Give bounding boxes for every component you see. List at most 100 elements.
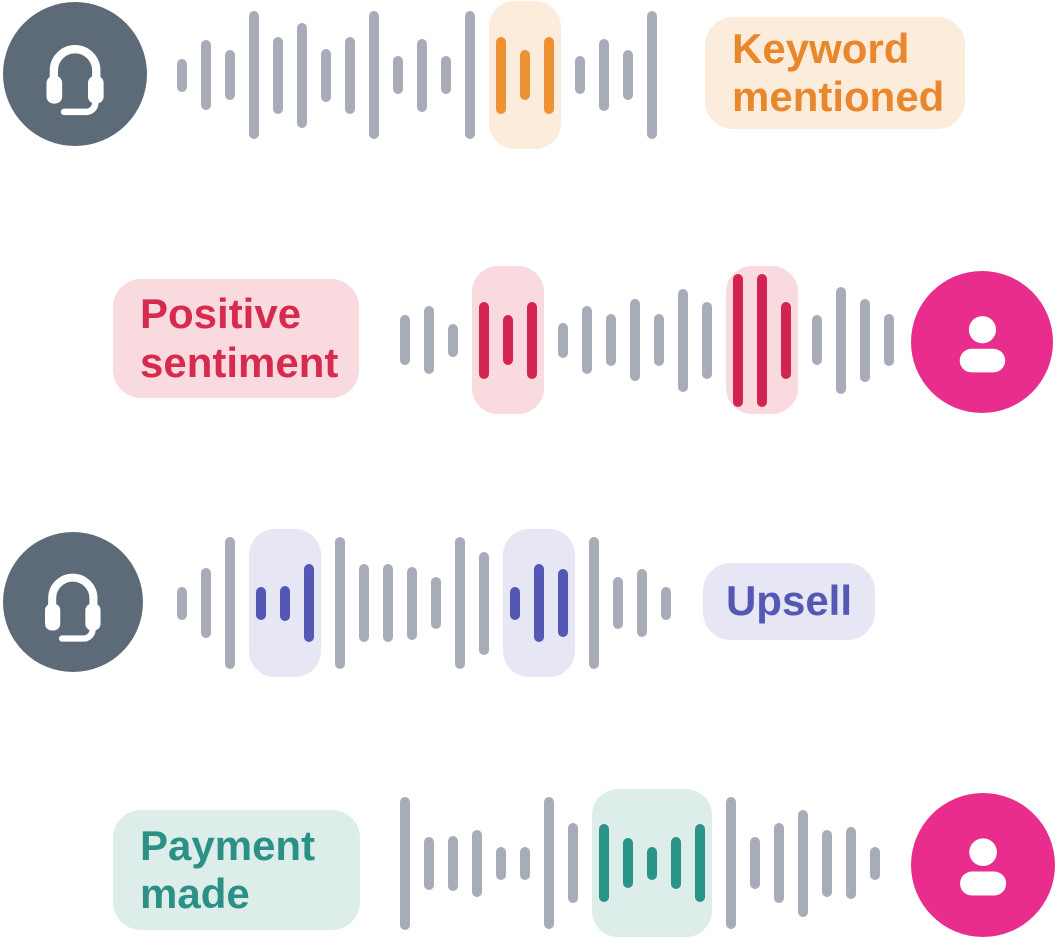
waveform-bar bbox=[297, 22, 307, 128]
highlight-pill bbox=[592, 789, 712, 937]
waveform-bar bbox=[321, 48, 331, 102]
insight-label-positive-sentiment: Positive sentiment bbox=[113, 279, 359, 398]
highlighted-waveform-bar bbox=[304, 564, 314, 642]
highlighted-waveform-bar bbox=[671, 837, 681, 889]
highlighted-waveform-bar bbox=[280, 585, 290, 621]
highlighted-waveform-bar bbox=[599, 824, 609, 902]
waveform bbox=[400, 265, 894, 415]
waveform-bar bbox=[750, 837, 760, 889]
person-icon bbox=[959, 315, 1005, 372]
highlighted-waveform-bar bbox=[733, 273, 743, 407]
waveform-bar bbox=[455, 537, 465, 669]
waveform-bar bbox=[225, 537, 235, 669]
waveform-bar bbox=[575, 56, 585, 94]
highlighted-waveform-bar bbox=[544, 36, 554, 114]
waveform-bar bbox=[359, 564, 369, 642]
waveform-bar bbox=[544, 797, 554, 929]
highlighted-waveform-bar bbox=[534, 564, 544, 642]
highlighted-waveform-bar bbox=[781, 301, 791, 379]
customer-avatar bbox=[911, 793, 1055, 937]
headset-icon bbox=[46, 44, 104, 116]
highlighted-waveform-bar bbox=[256, 586, 266, 620]
waveform-bar bbox=[472, 829, 482, 897]
highlighted-waveform-bar bbox=[479, 301, 489, 379]
waveform-bar bbox=[822, 829, 832, 897]
customer-avatar bbox=[911, 271, 1053, 413]
waveform-bar bbox=[345, 36, 355, 114]
waveform-bar bbox=[606, 314, 616, 366]
waveform-bar bbox=[369, 11, 379, 139]
person-icon bbox=[959, 838, 1007, 896]
waveform-bar bbox=[846, 827, 856, 899]
insight-label-upsell: Upsell bbox=[703, 563, 875, 640]
waveform-bar bbox=[465, 11, 475, 139]
waveform-bar bbox=[599, 39, 609, 111]
highlight-pill bbox=[726, 266, 798, 414]
waveform-bar bbox=[884, 314, 894, 366]
waveform-bar bbox=[249, 11, 259, 139]
waveform-bar bbox=[424, 306, 434, 374]
waveform-bar bbox=[400, 796, 410, 930]
headset-icon bbox=[45, 573, 101, 642]
waveform-bar bbox=[661, 586, 671, 620]
waveform-bar bbox=[407, 566, 417, 640]
waveform-bar bbox=[520, 846, 530, 880]
waveform-bar bbox=[630, 299, 640, 381]
row-upsell: Upsell bbox=[0, 528, 1060, 678]
waveform-bar bbox=[589, 537, 599, 669]
waveform-bar bbox=[383, 564, 393, 642]
waveform-bar bbox=[647, 11, 657, 139]
waveform-bar bbox=[417, 38, 427, 112]
waveform-bar bbox=[496, 846, 506, 880]
agent-avatar bbox=[3, 532, 143, 672]
waveform-bar bbox=[177, 586, 187, 620]
waveform-bar bbox=[424, 836, 434, 890]
waveform-bar bbox=[654, 314, 664, 366]
waveform-bar bbox=[448, 323, 458, 357]
highlighted-waveform-bar bbox=[757, 273, 767, 407]
waveform-bar bbox=[400, 315, 410, 365]
highlight-pill bbox=[472, 266, 544, 414]
waveform-bar bbox=[393, 56, 403, 94]
waveform-bar bbox=[798, 809, 808, 917]
row-payment-made: Payment made bbox=[0, 788, 1060, 938]
waveform-bar bbox=[702, 301, 712, 379]
agent-avatar bbox=[3, 2, 147, 146]
waveform-bar bbox=[558, 322, 568, 358]
waveform-bar bbox=[201, 40, 211, 110]
waveform-bar bbox=[448, 835, 458, 891]
highlighted-waveform-bar bbox=[527, 301, 537, 379]
waveform bbox=[177, 0, 657, 150]
waveform-bar bbox=[836, 286, 846, 394]
highlight-pill bbox=[249, 529, 321, 677]
highlighted-waveform-bar bbox=[520, 50, 530, 100]
waveform bbox=[400, 788, 880, 938]
waveform-bar bbox=[335, 537, 345, 669]
waveform-bar bbox=[273, 36, 283, 114]
waveform-bar bbox=[225, 50, 235, 100]
row-positive-sentiment: Positive sentiment bbox=[0, 265, 1060, 415]
highlighted-waveform-bar bbox=[496, 36, 506, 114]
waveform-bar bbox=[568, 823, 578, 903]
highlight-pill bbox=[489, 1, 561, 149]
waveform-bar bbox=[637, 569, 647, 637]
highlighted-waveform-bar bbox=[503, 315, 513, 365]
highlight-pill bbox=[503, 529, 575, 677]
highlighted-waveform-bar bbox=[558, 569, 568, 637]
waveform-bar bbox=[177, 58, 187, 92]
waveform-bar bbox=[812, 315, 822, 365]
waveform-bar bbox=[774, 823, 784, 903]
highlighted-waveform-bar bbox=[695, 824, 705, 902]
insight-label-keyword-mentioned: Keyword mentioned bbox=[705, 17, 965, 129]
waveform-bar bbox=[479, 551, 489, 655]
insight-label-payment-made: Payment made bbox=[113, 810, 360, 930]
waveform-bar bbox=[613, 577, 623, 629]
waveform-bar bbox=[431, 577, 441, 629]
highlighted-waveform-bar bbox=[623, 838, 633, 888]
waveform-bar bbox=[870, 846, 880, 880]
highlighted-waveform-bar bbox=[510, 586, 520, 620]
waveform-bar bbox=[726, 797, 736, 929]
waveform-bar bbox=[582, 306, 592, 374]
waveform-bar bbox=[678, 288, 688, 392]
